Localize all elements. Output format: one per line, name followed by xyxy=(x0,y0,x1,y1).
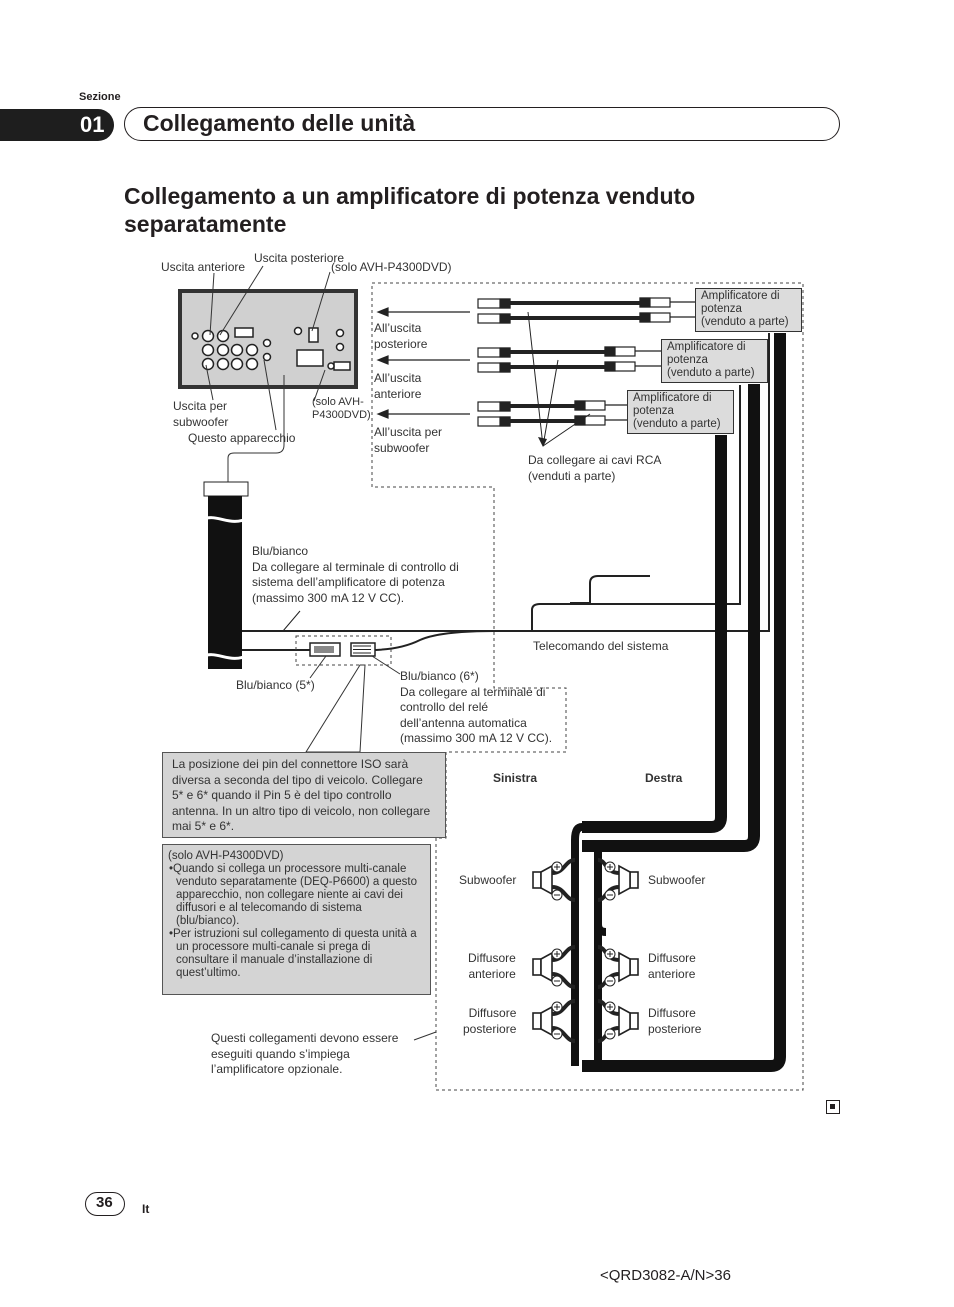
document-code: <QRD3082-A/N>36 xyxy=(600,1267,731,1284)
polarity-marks xyxy=(551,861,616,1040)
end-mark-icon xyxy=(826,1100,840,1114)
section-title: Collegamento delle unità xyxy=(143,110,416,136)
front-output-label: Uscita anteriore xyxy=(161,260,246,274)
to-sub-output-label: All’uscita per subwoofer xyxy=(374,425,443,455)
to-rear-output-label: All’uscita posteriore xyxy=(374,321,428,351)
speakers xyxy=(532,858,639,1043)
left-label: Sinistra xyxy=(493,771,538,785)
subwoofer-left-label: Subwoofer xyxy=(459,873,517,887)
avh-note-bullet-1: •Quando si collega un processore multi-c… xyxy=(169,863,418,927)
speaker-branches xyxy=(571,823,607,1066)
section-number-tab xyxy=(0,109,114,141)
avh-note-bullet-2-text: Per istruzioni sul collegamento di quest… xyxy=(173,928,417,979)
this-unit-label: Questo apparecchio xyxy=(188,431,296,445)
rear-speaker-left-label: Diffusore posteriore xyxy=(463,1006,517,1036)
amplifier-subwoofer: Amplificatore di potenza (venduto a part… xyxy=(627,390,734,434)
section-number: 01 xyxy=(80,112,105,137)
subwoofer-right-label: Subwoofer xyxy=(648,873,706,887)
rear-output-label: Uscita posteriore xyxy=(254,251,345,265)
left-rear-speaker xyxy=(532,999,576,1043)
optional-amp-region-border xyxy=(371,282,804,1091)
avh-note-heading: (solo AVH-P4300DVD) xyxy=(168,850,284,862)
section-title-frame xyxy=(124,107,840,141)
main-harness xyxy=(201,375,285,669)
left-front-speaker xyxy=(532,945,576,989)
sub-output-label: Uscita per subwoofer xyxy=(173,399,229,429)
right-rear-speaker xyxy=(597,999,639,1043)
right-subwoofer-speaker xyxy=(597,858,639,902)
iso-connector-note: La posizione dei pin del connettore ISO … xyxy=(162,752,446,838)
language-code: It xyxy=(142,1202,150,1216)
avh-note-bullet-1-text: Quando si collega un processore multi-ca… xyxy=(173,863,418,927)
right-label: Destra xyxy=(645,771,683,785)
blue-white-5-label: Blu/bianco (5*) xyxy=(236,678,315,692)
amplifier-front: Amplificatore di potenza (venduto a part… xyxy=(661,339,768,383)
page-number: 36 xyxy=(96,1194,113,1211)
blue-white-6-label: Blu/bianco (6*) Da collegare al terminal… xyxy=(400,669,553,745)
avh-note-bullet-2: •Per istruzioni sul collegamento di ques… xyxy=(169,928,417,979)
iso-connectors xyxy=(295,635,401,753)
section-label: Sezione xyxy=(79,91,121,103)
right-front-speaker xyxy=(597,945,639,989)
to-front-output-label: All’uscita anteriore xyxy=(374,371,422,401)
avh-only-side-label: (solo AVH- P4300DVD) xyxy=(312,396,371,421)
optional-amp-note: Questi collegamenti devono essere esegui… xyxy=(211,1031,399,1076)
amplifier-rear: Amplificatore di potenza (venduto a part… xyxy=(695,288,802,332)
page-number-frame xyxy=(85,1192,125,1216)
avh-only-top-label: (solo AVH-P4300DVD) xyxy=(331,260,452,274)
blue-white-system-label: Blu/bianco Da collegare al terminale di … xyxy=(252,544,459,605)
head-unit xyxy=(178,289,358,389)
page-title: Collegamento a un amplificatore di poten… xyxy=(124,183,696,237)
system-remote-label: Telecomando del sistema xyxy=(533,639,669,653)
rca-connect-label: Da collegare ai cavi RCA (venduti a part… xyxy=(528,453,662,483)
avh-processor-note: (solo AVH-P4300DVD) •Quando si collega u… xyxy=(162,844,431,995)
front-speaker-right-label: Diffusore anteriore xyxy=(648,951,696,981)
blue-white-wires xyxy=(241,333,770,651)
speaker-cables xyxy=(582,333,786,1072)
rear-speaker-right-label: Diffusore posteriore xyxy=(648,1006,702,1036)
front-speaker-left-label: Diffusore anteriore xyxy=(468,951,516,981)
left-subwoofer-speaker xyxy=(532,858,576,902)
rca-cables xyxy=(376,297,696,447)
